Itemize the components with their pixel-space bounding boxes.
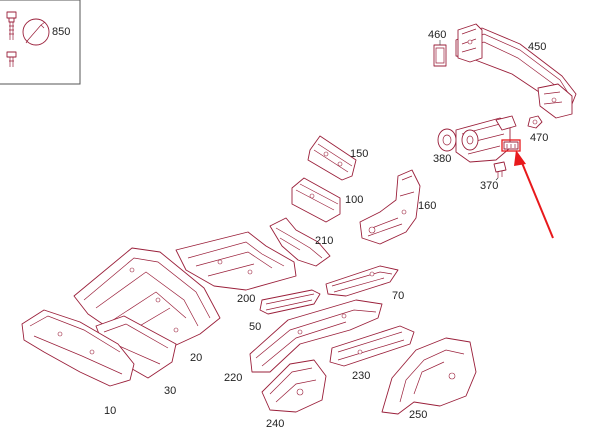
label-20: 20 xyxy=(190,352,202,364)
label-150: 150 xyxy=(350,148,368,160)
part-200-floor-panel: 200 xyxy=(175,231,297,305)
part-160-support: 160 xyxy=(359,169,436,245)
label-70: 70 xyxy=(392,290,404,302)
part-230-reinforcement: 230 xyxy=(329,325,415,382)
part-50-cross-member: 50 xyxy=(249,289,321,333)
label-370: 370 xyxy=(480,180,498,192)
part-10-front-floor: 10 xyxy=(21,309,135,417)
part-220-longitudinal-member: 220 xyxy=(224,299,383,384)
label-380: 380 xyxy=(433,153,451,165)
label-470: 470 xyxy=(530,132,548,144)
part-370-bolt: 370 xyxy=(480,161,507,192)
part-100-bracket: 100 xyxy=(291,177,363,223)
part-450-bumper-beam: 450 xyxy=(455,23,577,119)
inset-frame xyxy=(0,0,81,85)
label-250: 250 xyxy=(409,409,427,421)
part-240-wheelhouse-inner: 240 xyxy=(261,359,327,430)
label-160: 160 xyxy=(418,200,436,212)
part-70-side-member: 70 xyxy=(325,265,404,302)
label-10: 10 xyxy=(104,405,116,417)
part-380-crash-box: 380 xyxy=(433,115,517,165)
highlighted-clip xyxy=(501,139,521,152)
label-240: 240 xyxy=(266,418,284,430)
label-460: 460 xyxy=(428,29,446,41)
label-210: 210 xyxy=(315,235,333,247)
part-210-tunnel: 210 xyxy=(269,217,333,267)
part-470-nut: 470 xyxy=(527,115,548,144)
part-150-bracket: 150 xyxy=(307,135,368,181)
label-230: 230 xyxy=(352,370,370,382)
part-460-plate: 460 xyxy=(428,29,447,67)
label-850: 850 xyxy=(52,26,70,38)
label-100: 100 xyxy=(345,194,363,206)
red-arrow-icon xyxy=(514,150,554,239)
label-450: 450 xyxy=(528,41,546,53)
bolt-icon xyxy=(6,11,17,67)
part-250-wheelhouse-outer: 250 xyxy=(381,337,477,421)
fastener-inset: 850 xyxy=(0,0,81,85)
label-220: 220 xyxy=(224,372,242,384)
label-200: 200 xyxy=(237,293,255,305)
label-30: 30 xyxy=(164,385,176,397)
label-50: 50 xyxy=(249,321,261,333)
wrench-in-circle-icon xyxy=(22,18,50,46)
